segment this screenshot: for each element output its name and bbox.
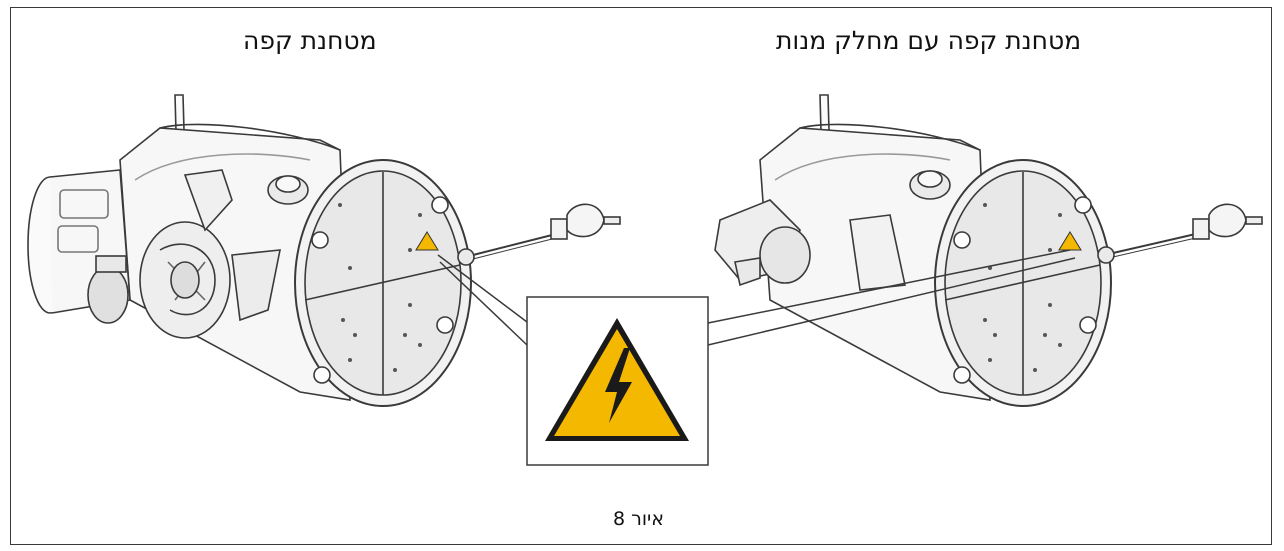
coffee-grinder-with-doser-label: מטחנת קפה עם מחלק מנות xyxy=(776,26,1082,55)
figure-caption: איור 8 xyxy=(613,508,664,530)
coffee-grinder-label: מטחנת קפה xyxy=(243,26,377,55)
callout-lines xyxy=(437,249,1076,346)
coffee-grinder-drawing xyxy=(27,94,621,407)
coffee-grinder-with-doser-drawing xyxy=(714,94,1263,407)
high-voltage-warning-icon xyxy=(526,296,709,466)
